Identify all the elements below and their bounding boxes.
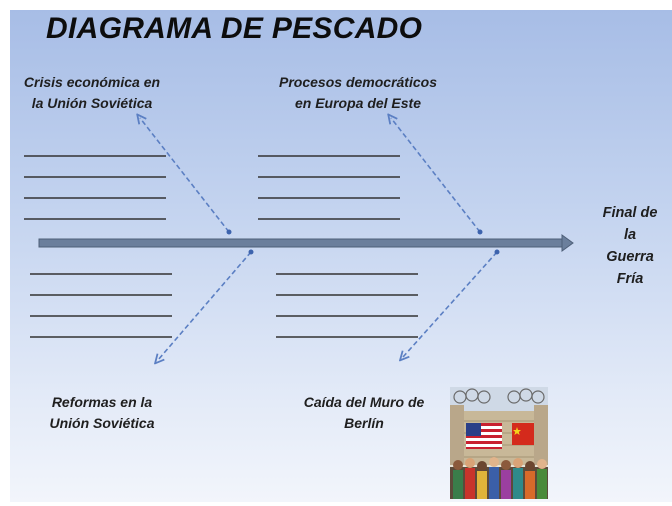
cause-label-line: Caída del Muro de: [303, 394, 425, 410]
bone-joint-top-left: [226, 229, 232, 235]
bone-bottom-right: [403, 251, 498, 357]
blank-lines-bottom-right: [276, 273, 418, 338]
bone-top-right: [391, 118, 481, 233]
cause-label-line: en Europa del Este: [294, 95, 422, 111]
cause-label-line: Unión Soviética: [49, 415, 155, 431]
spine-arrow: [38, 234, 574, 252]
china-flag-icon: [512, 423, 534, 445]
effect-label-line: la: [623, 227, 637, 243]
berlin-wall-crowd-illustration: [450, 387, 548, 499]
diagram-title: DIAGRAMA DE PESCADO: [46, 12, 423, 45]
cause-label-top-right: Procesos democráticos en Europa del Este: [258, 72, 458, 114]
cause-label-top-left: Crisis económica en la Unión Soviética: [8, 72, 176, 114]
us-flag-icon: [466, 423, 502, 449]
effect-label: Final de la Guerra Fría: [594, 202, 666, 290]
slide-background: [10, 10, 672, 502]
blank-lines-bottom-left: [30, 273, 172, 338]
bone-joint-bottom-right: [494, 249, 500, 255]
cause-label-line: Procesos democráticos: [279, 74, 437, 90]
cause-label-line: Crisis económica en: [23, 74, 161, 90]
berlin-wall-image: [450, 387, 548, 499]
crowd-figures: [450, 457, 548, 499]
bone-joint-top-right: [477, 229, 483, 235]
bone-top-left: [140, 118, 230, 233]
cause-label-bottom-left: Reformas en la Unión Soviética: [22, 392, 182, 434]
effect-label-line: Fría: [616, 271, 644, 287]
blank-lines-top-left: [24, 155, 166, 220]
cause-label-line: la Unión Soviética: [31, 95, 153, 111]
cause-label-line: Reformas en la: [51, 394, 153, 410]
bone-joint-bottom-left: [248, 249, 254, 255]
cause-label-bottom-right: Caída del Muro de Berlín: [284, 392, 444, 434]
blank-lines-top-right: [258, 155, 400, 220]
effect-label-line: Final de: [602, 205, 658, 221]
cause-label-line: Berlín: [344, 415, 384, 431]
bone-bottom-left: [158, 251, 252, 360]
effect-label-line: Guerra: [606, 249, 654, 265]
